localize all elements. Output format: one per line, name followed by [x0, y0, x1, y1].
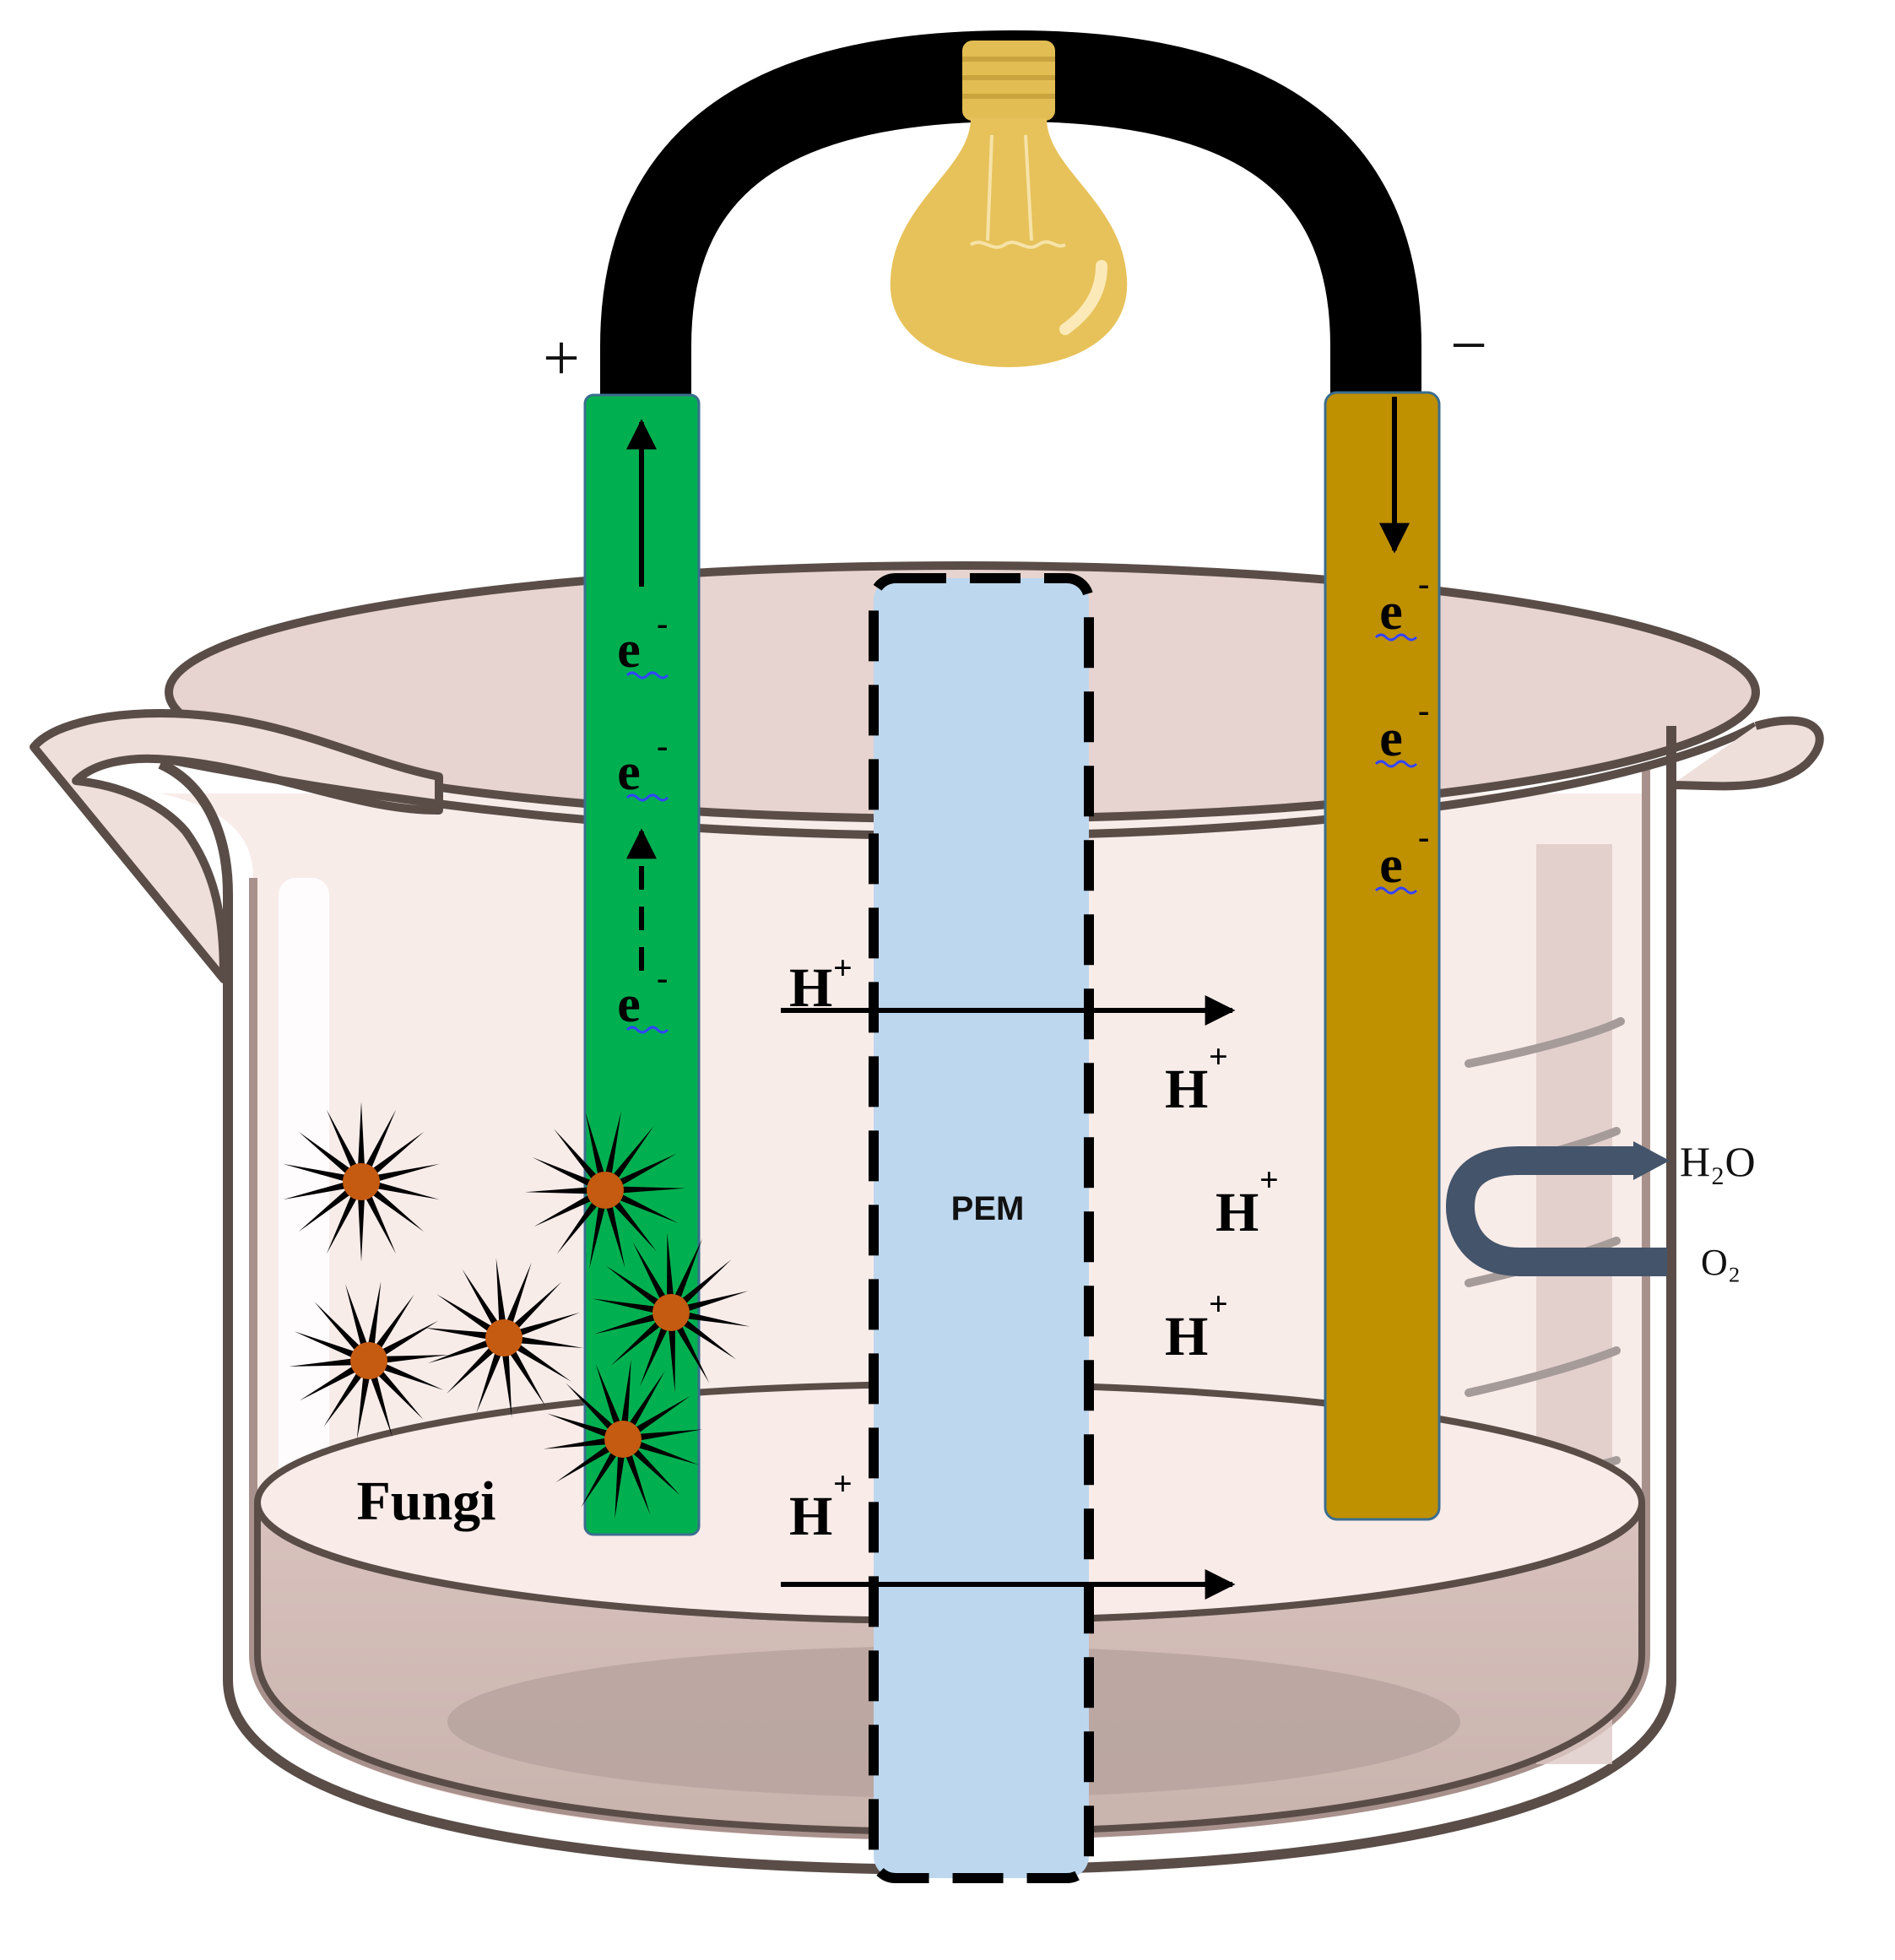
cathode-electron-3: e - [1374, 818, 1429, 895]
svg-text:+: + [1259, 1161, 1279, 1199]
svg-text:e: e [617, 621, 641, 679]
proton-exchange-membrane [869, 573, 1094, 1883]
cathode-electron-1: e - [1374, 565, 1429, 642]
light-bulb [890, 41, 1128, 367]
svg-text:e: e [617, 744, 641, 801]
svg-text:+: + [1209, 1037, 1228, 1075]
bulb-base [962, 41, 1055, 121]
svg-text:e: e [617, 976, 641, 1033]
svg-text:+: + [833, 1465, 853, 1502]
svg-text:H: H [789, 957, 832, 1019]
svg-text:e: e [1379, 583, 1403, 641]
proton-label-lower-left: H + [789, 1465, 853, 1547]
svg-text:H: H [1165, 1059, 1208, 1120]
anode-electron-2: e - [617, 727, 669, 802]
fungus-core-4 [350, 1342, 387, 1379]
fungus-core-3 [652, 1294, 690, 1331]
svg-text:H: H [1216, 1182, 1259, 1243]
beaker-left-wall [158, 726, 1676, 1876]
fungus-core-1 [343, 1163, 380, 1200]
fungi-label: Fungi [356, 1470, 495, 1532]
pem-label: PEM [951, 1190, 1025, 1227]
svg-text:-: - [1418, 691, 1429, 729]
svg-text:H: H [1165, 1306, 1208, 1367]
cathode-electrode [1324, 391, 1441, 1521]
fungi-cluster [283, 1102, 750, 1519]
svg-text:H: H [789, 1486, 832, 1547]
proton-label-right-2: H + [1216, 1161, 1279, 1243]
anode-electron-1: e - [617, 604, 669, 680]
proton-label-upper-left: H + [789, 949, 853, 1019]
cathode-electron-2: e - [1374, 691, 1429, 768]
anode-sign: + [543, 321, 580, 394]
anode-electron-3: e - [617, 959, 669, 1034]
fungus-core-6 [604, 1421, 642, 1458]
svg-text:+: + [1209, 1285, 1228, 1323]
fungus-core-2 [587, 1172, 624, 1209]
svg-text:-: - [657, 959, 668, 997]
proton-label-right-1: H + [1165, 1037, 1228, 1120]
svg-text:e: e [1379, 837, 1403, 894]
svg-text:-: - [657, 727, 668, 765]
svg-text:-: - [1418, 565, 1429, 603]
oxygen-label: O₂ [1701, 1242, 1741, 1283]
cathode-sign: − [1450, 308, 1487, 382]
fungus-core-5 [485, 1319, 522, 1356]
svg-text:-: - [657, 604, 668, 642]
svg-text:-: - [1418, 818, 1429, 856]
svg-text:+: + [833, 949, 853, 987]
proton-label-right-3: H + [1165, 1285, 1228, 1367]
water-label: H₂O [1680, 1138, 1756, 1185]
svg-text:e: e [1379, 710, 1403, 767]
reduction-arrow [1445, 1146, 1667, 1276]
